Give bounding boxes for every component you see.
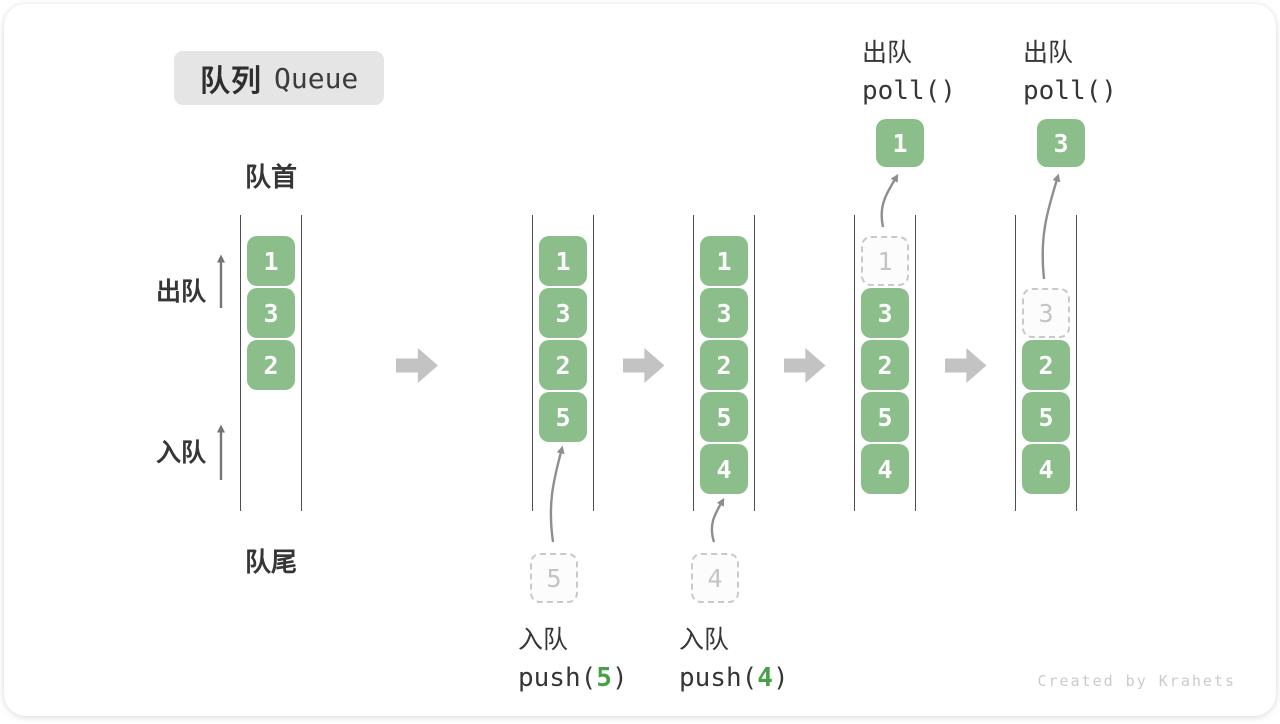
state-5-after-poll-3-element-3: 3 [1022,288,1070,338]
watermark: Created by Krahets [1037,672,1236,690]
state-2-after-push-5-element-2: 2 [539,340,587,390]
state-4-after-poll-1-operation-label: 出队 poll() [862,33,956,106]
enqueue-arrow [549,445,565,543]
state-2-after-push-5-operation-label: 入队 push(5) [518,620,628,693]
state-transition-arrow [783,348,826,383]
state-3-after-push-4-element-1: 1 [700,236,748,286]
state-1-initial-element-3: 3 [247,288,295,338]
queue-front-label: 队首 [244,162,297,192]
state-3-after-push-4-operation-label: 入队 push(4) [679,620,789,693]
state-1-initial-right-wall [300,215,303,511]
state-transition-arrow [944,348,987,383]
operation-code: push(5) [518,663,628,693]
state-3-after-push-4-left-wall [692,215,695,511]
operation-name: 入队 [679,626,730,654]
queue-rear-label: 队尾 [244,547,297,577]
state-1-initial-element-2: 2 [247,340,295,390]
state-2-after-push-5-element-5: 5 [539,392,587,442]
state-2-after-push-5-incoming-element: 5 [530,553,578,603]
enqueue-side-label: 入队 [156,439,207,467]
state-4-after-poll-1-element-1: 1 [861,236,909,286]
operation-name: 入队 [518,626,569,654]
state-4-after-poll-1-right-wall [914,215,917,511]
operation-name: 出队 [1023,39,1074,67]
state-5-after-poll-3-element-2: 2 [1022,340,1070,390]
state-5-after-poll-3-left-wall [1014,215,1017,511]
dequeue-arrow [1041,173,1061,280]
state-5-after-poll-3-polled-element: 3 [1037,119,1085,167]
state-1-initial-left-wall [239,215,242,511]
state-2-after-push-5-element-3: 3 [539,288,587,338]
state-5-after-poll-3-element-5: 5 [1022,392,1070,442]
state-4-after-poll-1-element-4: 4 [861,444,909,494]
state-4-after-poll-1-element-5: 5 [861,392,909,442]
title-zh: 队列 [200,65,262,98]
state-5-after-poll-3-operation-label: 出队 poll() [1023,33,1117,106]
enqueue-arrow [710,497,725,543]
operation-code: poll() [862,76,956,106]
state-1-initial-element-1: 1 [247,236,295,286]
state-3-after-push-4-element-2: 2 [700,340,748,390]
state-3-after-push-4-element-3: 3 [700,288,748,338]
state-3-after-push-4-right-wall [753,215,756,511]
state-2-after-push-5-right-wall [592,215,595,511]
dequeue-arrow [880,173,899,228]
state-4-after-poll-1-polled-element: 1 [876,119,924,167]
state-4-after-poll-1-left-wall [853,215,856,511]
state-3-after-push-4-element-4: 4 [700,444,748,494]
operation-code: poll() [1023,76,1117,106]
dequeue-side-label: 出队 [156,278,207,306]
state-5-after-poll-3-element-4: 4 [1022,444,1070,494]
state-transition-arrow [622,348,665,383]
title-en: Queue [274,61,359,95]
operation-name: 出队 [862,39,913,67]
title-badge: 队列 Queue [174,51,385,105]
state-2-after-push-5-element-1: 1 [539,236,587,286]
state-2-after-push-5-left-wall [531,215,534,511]
state-3-after-push-4-element-5: 5 [700,392,748,442]
operation-code: push(4) [679,663,789,693]
state-5-after-poll-3-right-wall [1075,215,1078,511]
state-4-after-poll-1-element-2: 2 [861,340,909,390]
state-4-after-poll-1-element-3: 3 [861,288,909,338]
state-transition-arrow [396,348,438,383]
state-3-after-push-4-incoming-element: 4 [691,553,739,603]
